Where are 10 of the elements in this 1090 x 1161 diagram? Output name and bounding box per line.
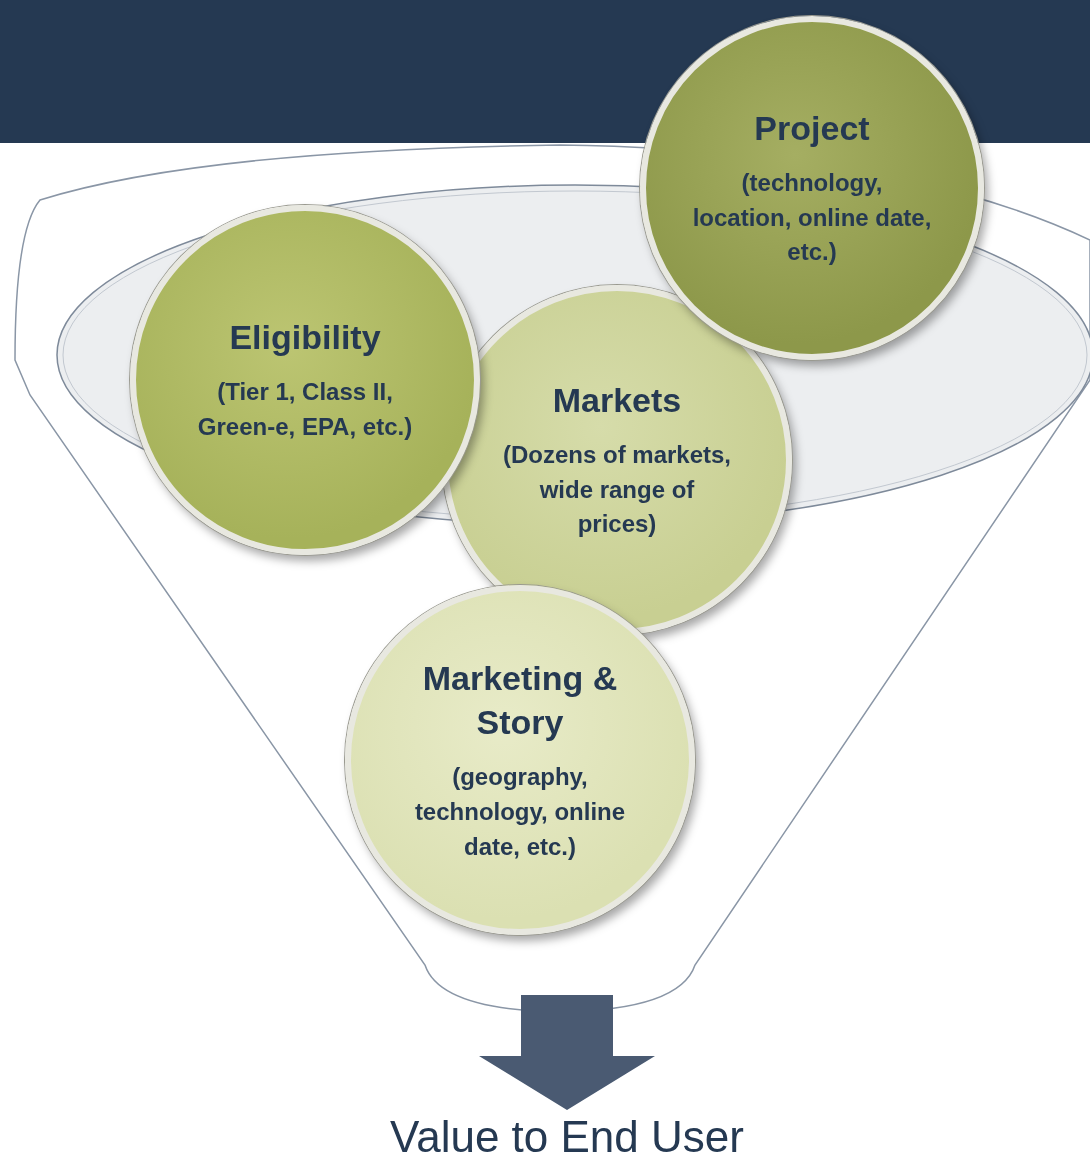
circle-description: (geography, technology, online date, etc.) [413, 762, 627, 862]
block-arrow [479, 995, 655, 1110]
result-text: Value to End User [317, 1112, 817, 1161]
circle-description: (Dozens of markets, wide range of prices) [502, 439, 732, 540]
circle-description: (Tier 1, Class II, Green-e, EPA, etc.) [196, 377, 414, 443]
circle-description: (technology, location, online date, etc.) [692, 167, 932, 268]
circle-title: Eligibility [228, 317, 382, 359]
circle-title: Marketing & Story [421, 657, 619, 743]
circle-title: Markets [551, 379, 683, 421]
circle-title: Project [753, 107, 871, 149]
